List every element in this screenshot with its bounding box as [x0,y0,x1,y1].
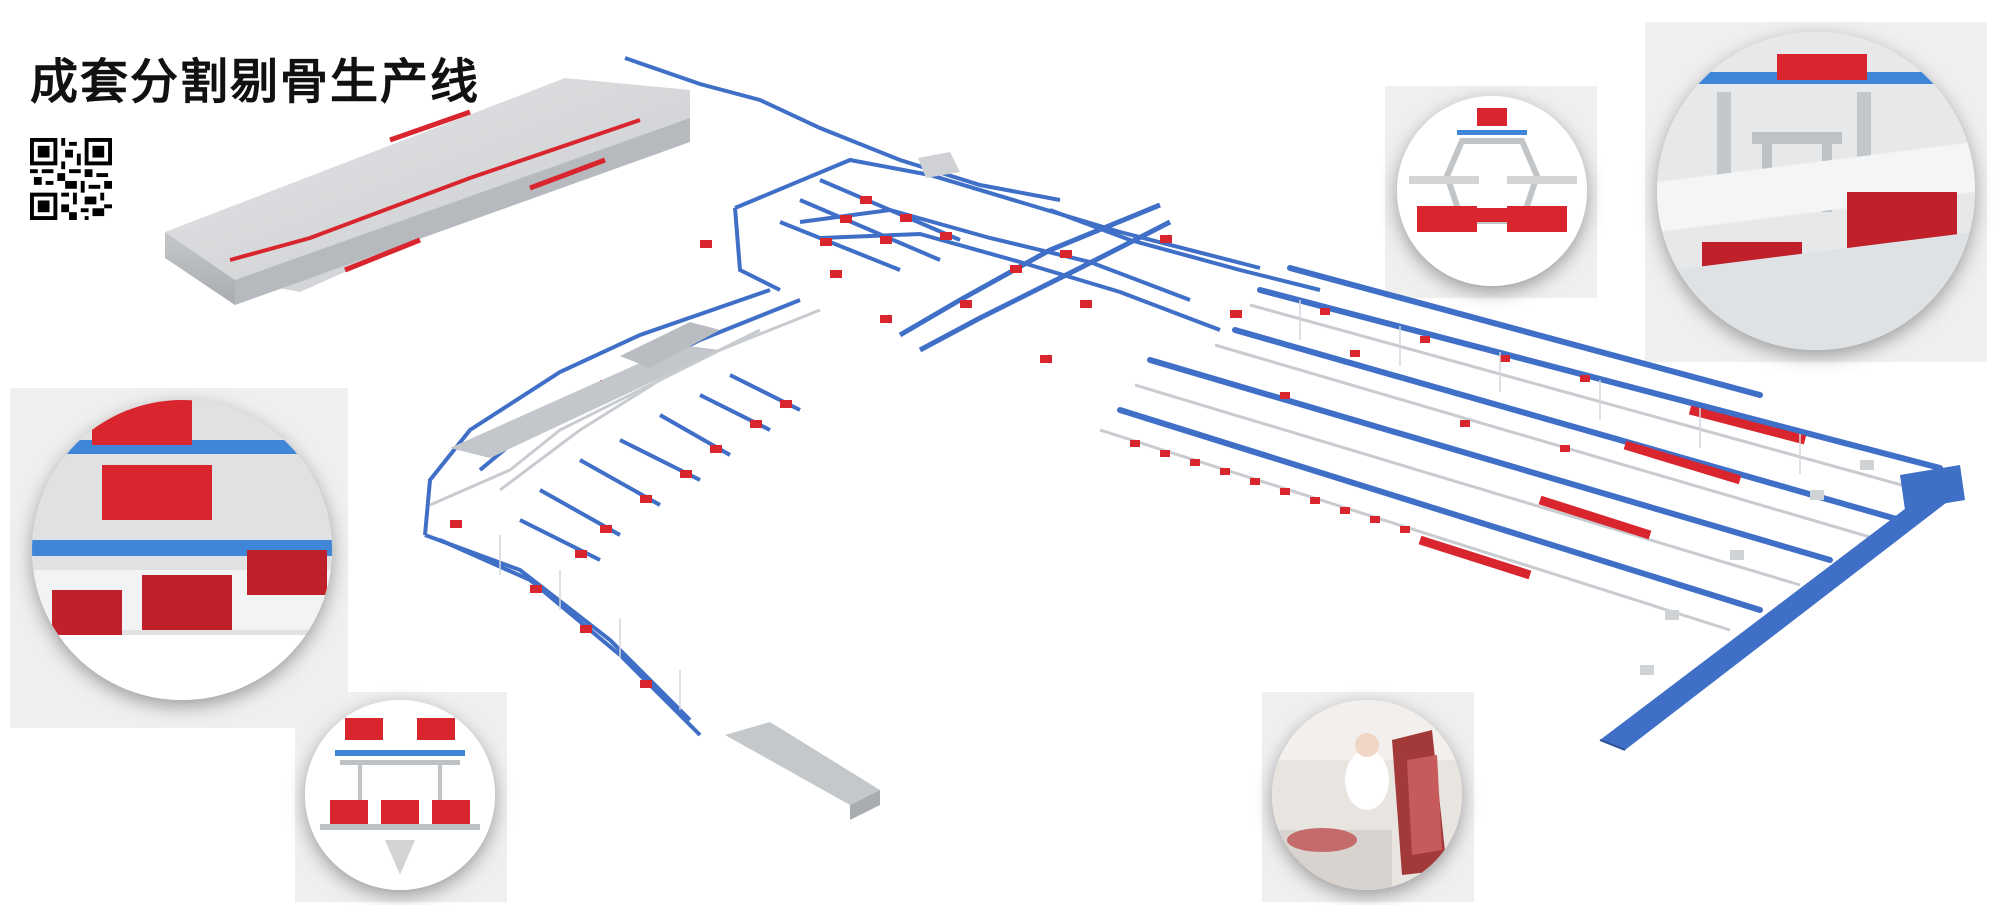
inset-crate-conveyor [32,400,332,700]
inset-overhead-lift [1657,32,1975,350]
inset-lift-frame [1397,96,1587,286]
inset-crate-rack [305,700,495,890]
page-title: 成套分割剔骨生产线 [30,54,481,110]
cooling-tunnel [165,78,690,305]
inset-worker-photo [1272,700,1462,890]
blue-platform [1599,465,1965,751]
qr-code-icon[interactable] [30,138,112,220]
